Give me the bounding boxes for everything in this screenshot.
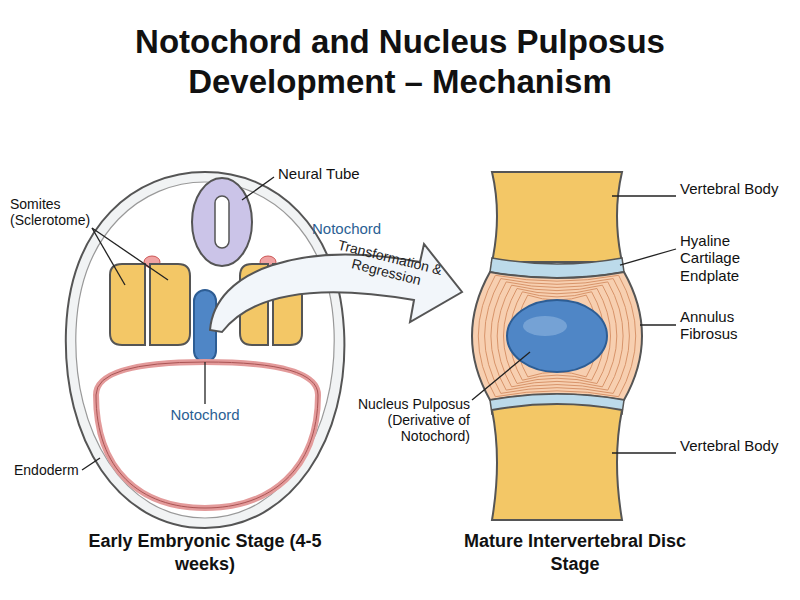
part-label: Nucleus Pulposus (Derivative of Notochor… — [350, 396, 470, 444]
title: Notochord and Nucleus Pulposus Developme… — [60, 22, 740, 103]
part-label: Vertebral Body — [680, 180, 792, 197]
part-label: Somites (Sclerotome) — [10, 196, 110, 228]
annulus-ring — [497, 285, 617, 387]
part-label: Hyaline Cartilage Endplate — [680, 232, 792, 284]
somite — [110, 264, 145, 345]
annulus-ring — [491, 282, 623, 390]
annulus-ring — [478, 275, 635, 396]
vertebral-body — [492, 172, 622, 262]
endoderm-edge — [96, 362, 318, 508]
part-label: Neural Tube — [278, 165, 388, 182]
endoderm-layer — [96, 362, 318, 508]
stage-caption: Early Embryonic Stage (4-5 weeks) — [80, 530, 330, 575]
part-label: Notochord — [312, 220, 412, 237]
annulus-ring — [485, 279, 630, 394]
part-label: Annulus Fibrosus — [680, 308, 792, 343]
transformation-arrow — [210, 244, 462, 332]
vertebral-body — [492, 404, 622, 520]
somite — [150, 264, 190, 345]
annulus-fibrosus — [472, 272, 642, 400]
neural-canal — [215, 196, 229, 248]
part-label: Endoderm — [14, 462, 84, 478]
leader-lines — [82, 177, 676, 470]
part-label: Notochord — [160, 406, 250, 423]
stage-caption: Mature Intervertebral Disc Stage — [440, 530, 710, 575]
neural-tube — [192, 178, 252, 266]
embryo-outline — [66, 172, 345, 528]
part-label: Vertebral Body — [680, 437, 792, 454]
nucleus-pulposus — [507, 300, 607, 372]
highlight — [523, 316, 567, 336]
annulus-ring — [504, 289, 611, 384]
